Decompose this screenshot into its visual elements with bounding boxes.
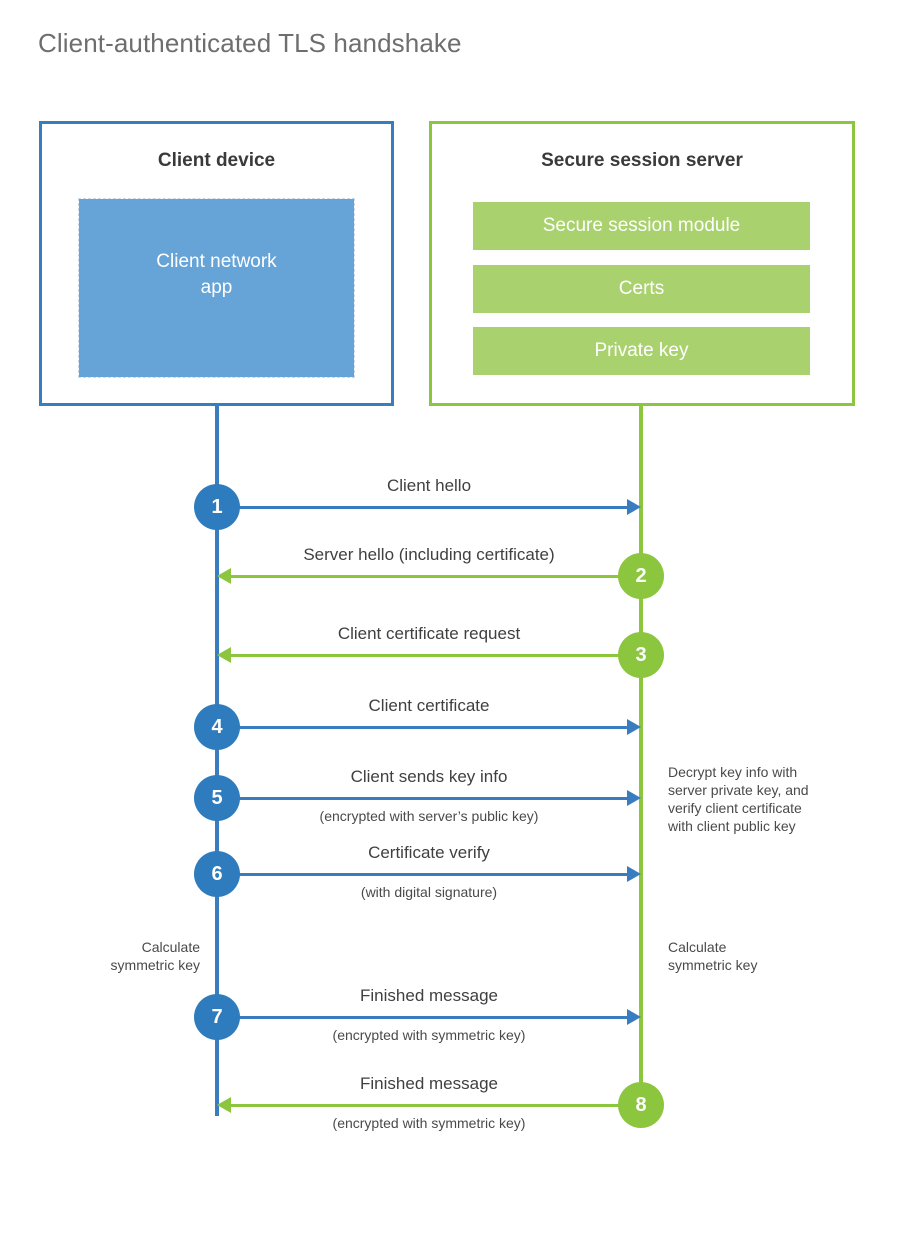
message-arrow-line-2 — [228, 575, 641, 578]
client-network-app-block: Client network app — [78, 198, 355, 378]
client-device-box: Client device Client network app — [39, 121, 394, 406]
secure-session-server-box: Secure session server Secure session mod… — [429, 121, 855, 406]
message-arrow-line-4 — [217, 726, 629, 729]
message-sublabel-8: (encrypted with symmetric key) — [332, 1115, 526, 1131]
arrowhead-icon-2 — [217, 568, 231, 584]
page-title: Client-authenticated TLS handshake — [38, 28, 462, 58]
message-arrow-line-3 — [228, 654, 641, 657]
step-circle-7[interactable]: 7 — [194, 994, 240, 1040]
message-label-6: Certificate verify — [368, 843, 490, 862]
server-decrypt-note: Decrypt key info with server private key… — [668, 764, 809, 834]
arrowhead-icon-6 — [627, 866, 641, 882]
step-circle-1[interactable]: 1 — [194, 484, 240, 530]
message-arrow-line-1 — [217, 506, 629, 509]
step-circle-2[interactable]: 2 — [618, 553, 664, 599]
message-label-5: Client sends key info — [350, 767, 508, 786]
arrowhead-icon-8 — [217, 1097, 231, 1113]
arrowhead-icon-5 — [627, 790, 641, 806]
message-sublabel-5: (encrypted with server’s public key) — [319, 808, 539, 824]
step-circle-3[interactable]: 3 — [618, 632, 664, 678]
client-device-title: Client device — [157, 150, 276, 171]
client-lifeline — [215, 404, 219, 1116]
arrowhead-icon-3 — [217, 647, 231, 663]
step-circle-4[interactable]: 4 — [194, 704, 240, 750]
server-lifeline — [639, 404, 643, 1106]
arrowhead-icon-4 — [627, 719, 641, 735]
server-calc-note: Calculate symmetric key — [668, 939, 758, 973]
message-arrow-line-7 — [217, 1016, 629, 1019]
arrowhead-icon-1 — [627, 499, 641, 515]
server-bar-certs: Certs — [473, 265, 810, 313]
message-label-8: Finished message — [360, 1074, 498, 1093]
message-label-1: Client hello — [386, 476, 472, 495]
arrowhead-icon-7 — [627, 1009, 641, 1025]
message-label-3: Client certificate request — [337, 624, 521, 643]
message-label-4: Client certificate — [368, 696, 490, 715]
message-sublabel-7: (encrypted with symmetric key) — [332, 1027, 526, 1043]
message-arrow-line-6 — [217, 873, 629, 876]
message-label-7: Finished message — [360, 986, 498, 1005]
step-circle-5[interactable]: 5 — [194, 775, 240, 821]
step-circle-6[interactable]: 6 — [194, 851, 240, 897]
message-arrow-line-8 — [228, 1104, 641, 1107]
client-calc-note: Calculate symmetric key — [110, 939, 200, 973]
message-sublabel-6: (with digital signature) — [360, 884, 498, 900]
step-circle-8[interactable]: 8 — [618, 1082, 664, 1128]
message-arrow-line-5 — [217, 797, 629, 800]
server-bar-secure-session-module: Secure session module — [473, 202, 810, 250]
secure-session-server-title: Secure session server — [541, 150, 743, 171]
server-bar-private-key: Private key — [473, 327, 810, 375]
client-network-app-label: Client network app — [156, 251, 277, 298]
message-label-2: Server hello (including certificate) — [303, 545, 555, 564]
